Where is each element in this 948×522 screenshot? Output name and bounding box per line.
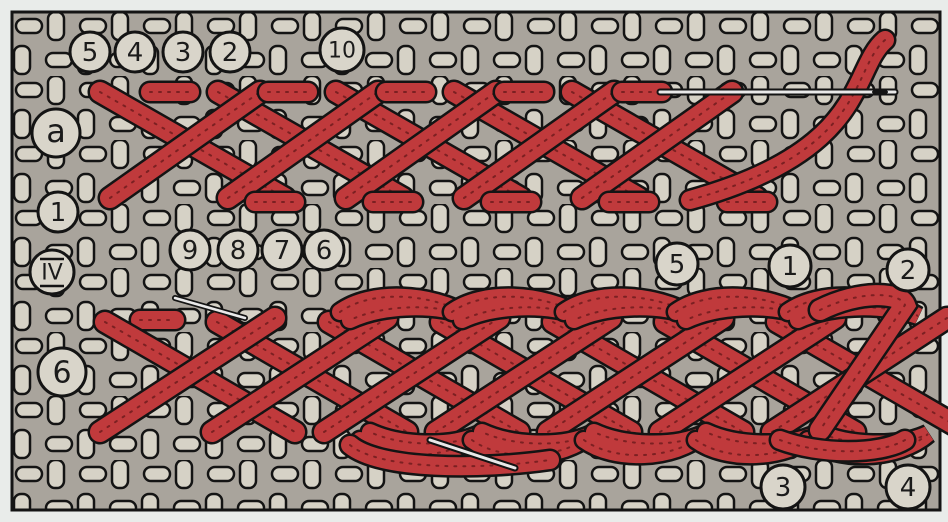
svg-text:4: 4 — [127, 38, 144, 68]
label-a: a — [32, 109, 80, 157]
label-bottom-3: 3 — [761, 465, 805, 509]
label-top-4: 4 — [115, 32, 155, 72]
label-mid-8: 8 — [218, 230, 258, 270]
stitch-loop-bottom — [584, 432, 704, 455]
svg-text:4: 4 — [900, 473, 917, 503]
svg-text:7: 7 — [274, 236, 291, 266]
label-right-2: 2 — [887, 249, 929, 291]
label-mid-6: 6 — [304, 230, 344, 270]
svg-text:5: 5 — [669, 250, 686, 280]
label-top-10: 10 — [320, 28, 364, 72]
svg-text:a: a — [46, 112, 66, 150]
svg-text:8: 8 — [230, 236, 247, 266]
svg-text:3: 3 — [175, 38, 192, 68]
label-mid-9: 9 — [170, 230, 210, 270]
svg-text:2: 2 — [222, 38, 239, 68]
svg-text:IV: IV — [41, 261, 63, 286]
svg-text:10: 10 — [328, 39, 356, 64]
label-right-5: 5 — [656, 243, 698, 285]
label-bottom-4: 4 — [886, 465, 930, 509]
svg-text:6: 6 — [316, 236, 333, 266]
svg-text:1: 1 — [50, 198, 67, 228]
needle-top — [660, 89, 895, 95]
stitch-end-bottom — [780, 440, 905, 451]
label-top-3: 3 — [163, 32, 203, 72]
label-top-5: 5 — [70, 32, 110, 72]
label-roman-iv: IV — [30, 250, 74, 294]
svg-text:3: 3 — [775, 473, 792, 503]
label-left-1: 1 — [38, 192, 78, 232]
svg-text:9: 9 — [182, 236, 199, 266]
label-left-6: 6 — [38, 348, 86, 396]
label-top-2: 2 — [210, 32, 250, 72]
label-mid-7: 7 — [262, 230, 302, 270]
svg-text:1: 1 — [782, 252, 799, 282]
svg-text:2: 2 — [900, 256, 917, 286]
svg-text:6: 6 — [52, 356, 71, 391]
label-right-1: 1 — [769, 245, 811, 287]
svg-text:5: 5 — [82, 38, 99, 68]
